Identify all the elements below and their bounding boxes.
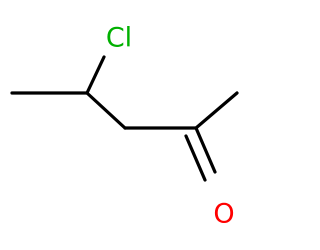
- molecular-structure: Cl O: [10, 23, 239, 230]
- bond-c2-c3: [85, 91, 127, 130]
- bond-c4-o-2: [184, 134, 207, 182]
- bond-c4-c5: [194, 91, 239, 130]
- bond-c4-o-1: [194, 126, 217, 174]
- oxygen-atom-label: O: [213, 199, 234, 230]
- bond-c2-cl: [85, 55, 106, 95]
- chlorine-atom-label: Cl: [106, 23, 132, 54]
